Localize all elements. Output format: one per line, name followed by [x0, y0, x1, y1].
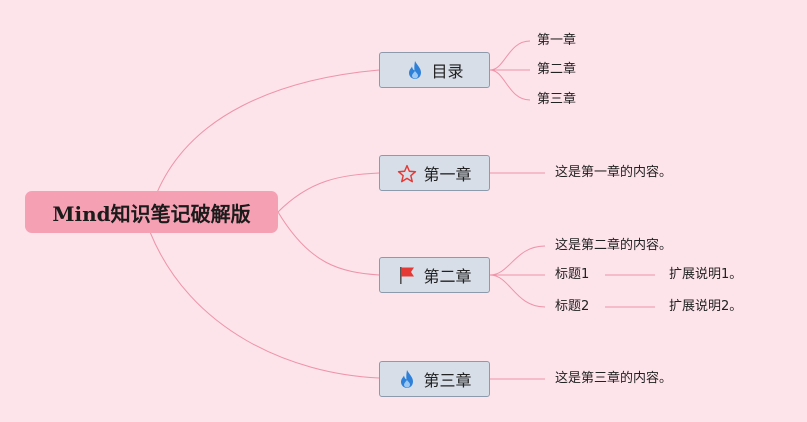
branch-chapter-3[interactable]: 第三章: [379, 361, 490, 397]
flame-icon: [405, 60, 425, 80]
branch-toc[interactable]: 目录: [379, 52, 490, 88]
branch-chapter-3-label: 第三章: [423, 371, 472, 390]
connector-toc-1: [489, 40, 531, 71]
flame-icon: [397, 369, 417, 389]
connector-toc-3: [489, 69, 531, 101]
toc-item-2[interactable]: 第二章: [537, 62, 577, 77]
toc-item-3[interactable]: 第三章: [537, 92, 577, 107]
branch-toc-label: 目录: [431, 62, 464, 81]
root-topic-label: Mind知识笔记破解版: [52, 201, 251, 226]
chapter-2-extension-1[interactable]: 扩展说明1。: [669, 267, 743, 282]
connector-root-toc: [149, 69, 380, 213]
chapter-2-extension-2[interactable]: 扩展说明2。: [669, 299, 743, 314]
connector-ch2-3: [489, 274, 546, 308]
branch-chapter-2[interactable]: 第二章: [379, 257, 490, 293]
connector-root-ch2: [277, 211, 380, 276]
chapter-2-heading-2[interactable]: 标题2: [555, 299, 590, 314]
chapter-3-content[interactable]: 这是第三章的内容。: [555, 371, 673, 386]
toc-item-1[interactable]: 第一章: [537, 33, 577, 48]
branch-chapter-1-label: 第一章: [423, 165, 472, 184]
connector-ch2-1: [489, 245, 546, 276]
flag-icon: [397, 265, 417, 285]
connector-root-ch3: [149, 231, 380, 379]
chapter-2-content[interactable]: 这是第二章的内容。: [555, 238, 673, 253]
connector-root-ch1: [277, 172, 380, 213]
root-topic[interactable]: Mind知识笔记破解版: [25, 191, 278, 233]
branch-chapter-1[interactable]: 第一章: [379, 155, 490, 191]
chapter-2-heading-1[interactable]: 标题1: [555, 267, 590, 282]
branch-chapter-2-label: 第二章: [423, 267, 472, 286]
chapter-1-content[interactable]: 这是第一章的内容。: [555, 165, 673, 180]
star-icon: [397, 163, 417, 183]
